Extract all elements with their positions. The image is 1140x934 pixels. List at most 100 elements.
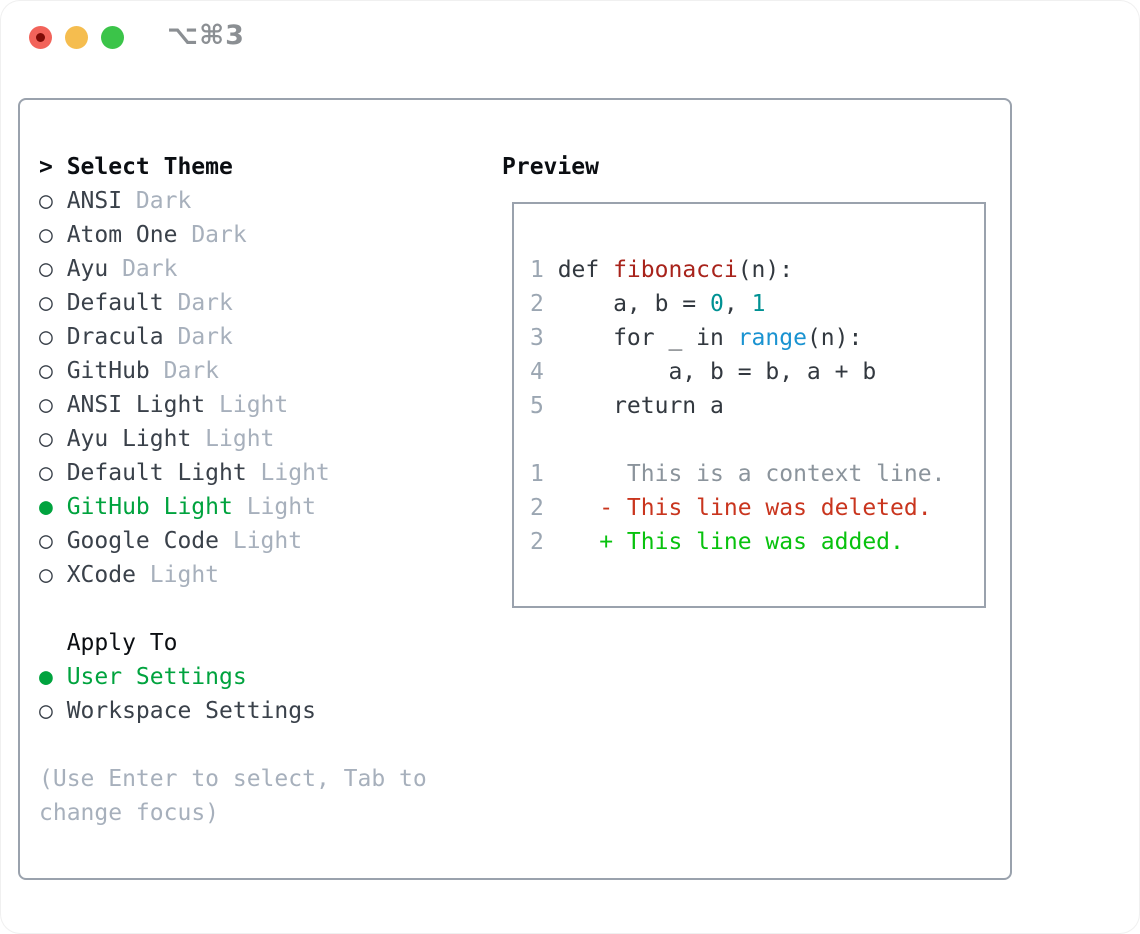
keyboard-hint: (Use Enter to select, Tab to change focu… [39,762,427,830]
code-token: 0 [710,291,724,317]
theme-variant-tag: Dark [177,290,233,316]
line-number: 4 [530,359,544,385]
line-number: 2 [530,529,544,555]
hint-line-1: (Use Enter to select, Tab to [39,766,427,792]
radio-icon: ○ [39,222,53,248]
close-button[interactable] [29,26,52,49]
theme-variant-tag: Light [149,562,220,588]
theme-option-dracula[interactable]: ○ Dracula Dark [39,320,427,354]
radio-selected-icon: ● [39,494,53,520]
code-token: 1 [751,291,766,317]
code-line: 3 for _ in range(n): [530,321,984,355]
radio-selected-icon: ● [39,664,53,690]
theme-name: ANSI [66,188,123,214]
select-theme-title: Select Theme [66,154,233,180]
line-number: 2 [530,291,544,317]
radio-icon: ○ [39,290,53,316]
radio-icon: ○ [39,426,53,452]
radio-icon: ○ [39,256,53,282]
theme-variant-tag: Dark [177,324,233,350]
radio-icon: ○ [39,358,53,384]
theme-variant-tag: Dark [163,358,220,384]
window-title: ⌥⌘3 [167,20,245,51]
theme-variant-tag: Light [219,392,289,418]
theme-name: GitHub Light [66,494,233,520]
apply-option-label: Workspace Settings [66,698,316,724]
code-token: This is a context line. [557,461,946,487]
select-theme-header: > Select Theme [39,150,427,184]
code-token: fibonacci [613,257,738,283]
line-number: 3 [530,325,544,351]
theme-variant-tag: Light [260,460,330,486]
code-token: , [723,291,752,317]
radio-icon: ○ [39,562,53,588]
code-line: 1 This is a context line. [530,457,984,491]
radio-icon: ○ [39,324,53,350]
theme-variant-tag: Light [246,494,316,520]
theme-name: Dracula [66,324,164,350]
code-line: 5 return a [530,389,984,423]
theme-name: Atom One [66,222,178,248]
theme-option-github-light[interactable]: ● GitHub Light Light [39,490,427,524]
apply-option-label: User Settings [66,664,247,690]
theme-name: GitHub [66,358,150,384]
apply-option-user-settings[interactable]: ● User Settings [39,660,427,694]
code-line: 4 a, b = b, a + b [530,355,984,389]
code-line [530,423,984,457]
theme-variant-tag: Dark [191,222,247,248]
theme-name: Google Code [66,528,220,554]
code-token: a, b = [557,291,711,317]
code-token: (n): [737,257,794,283]
theme-variant-tag: Dark [135,188,192,214]
code-token: def [557,257,614,283]
code-line: 1 def fibonacci(n): [530,253,984,287]
theme-name: ANSI Light [66,392,206,418]
theme-name: XCode [66,562,136,588]
code-token: for _ in [557,325,738,351]
theme-option-default-light[interactable]: ○ Default Light Light [39,456,427,490]
hint-line-2: change focus) [39,800,220,826]
theme-name: Default Light [66,460,247,486]
theme-option-github[interactable]: ○ GitHub Dark [39,354,427,388]
theme-variant-tag: Light [205,426,275,452]
code-token: + This line was added. [557,529,904,555]
apply-to-options: ● User Settings ○ Workspace Settings [39,660,427,728]
code-line: 2 a, b = 0, 1 [530,287,984,321]
code-token: (n): [806,325,863,351]
code-token: a, b = b, a + b [557,359,877,385]
selection-cursor-icon: > [39,154,53,180]
radio-icon: ○ [39,188,53,214]
spacer [39,592,427,626]
radio-icon: ○ [39,460,53,486]
code-token: return a [557,393,724,419]
code-line: 2 + This line was added. [530,525,984,559]
theme-option-ansi[interactable]: ○ ANSI Dark [39,184,427,218]
theme-option-atom-one[interactable]: ○ Atom One Dark [39,218,427,252]
theme-name: Ayu [66,256,109,282]
spacer [39,728,427,762]
theme-option-xcode[interactable]: ○ XCode Light [39,558,427,592]
line-number: 2 [530,495,544,521]
zoom-button[interactable] [101,26,124,49]
apply-option-workspace-settings[interactable]: ○ Workspace Settings [39,694,427,728]
preview-title: Preview [502,154,599,180]
code-token: - This line was deleted. [557,495,932,521]
line-number: 1 [530,461,544,487]
radio-icon: ○ [39,528,53,554]
minimize-button[interactable] [65,26,88,49]
line-number: 1 [530,257,544,283]
code-token: range [737,325,807,351]
radio-icon: ○ [39,698,53,724]
line-number: 5 [530,393,544,419]
apply-to-title: Apply To [66,630,178,656]
